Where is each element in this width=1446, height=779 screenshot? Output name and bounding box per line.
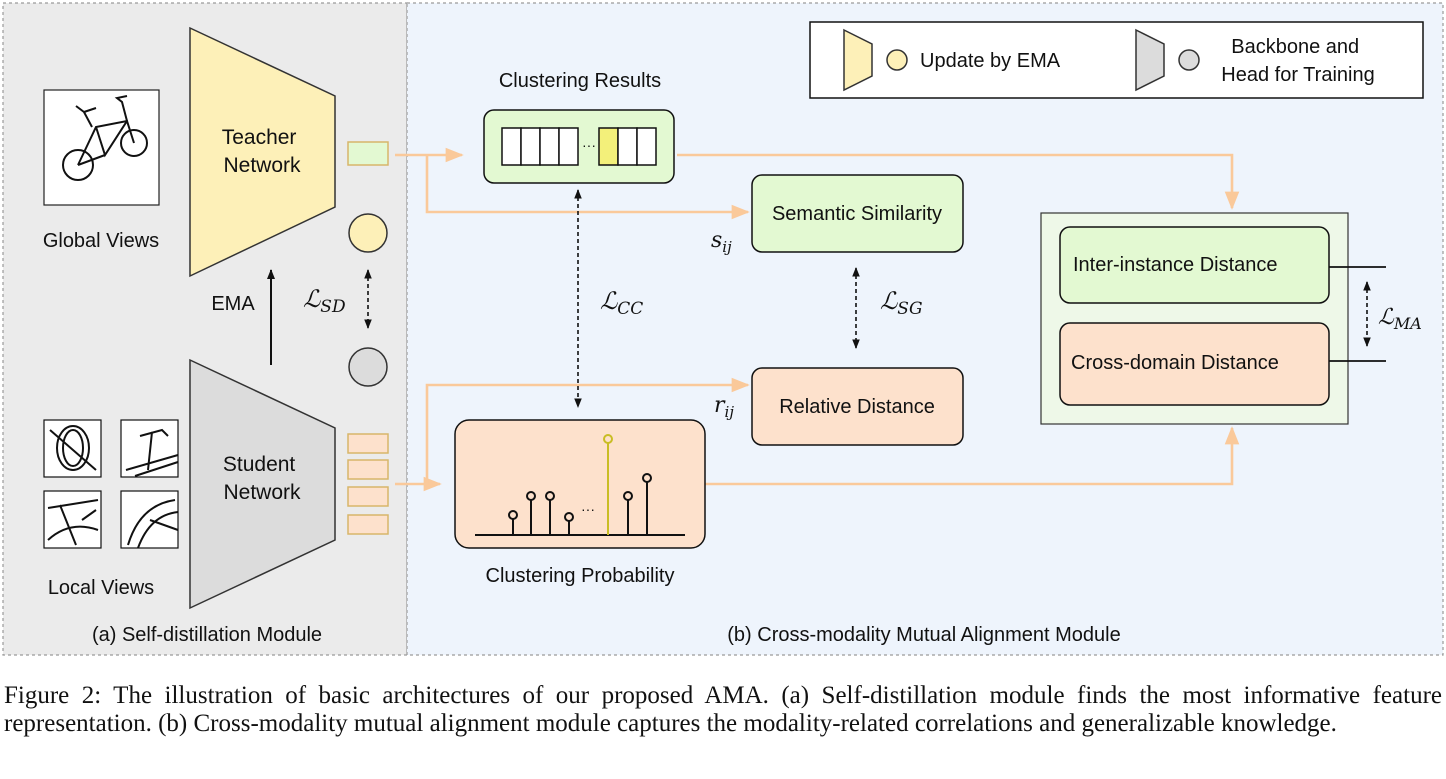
loss-cc: ℒCC <box>600 287 643 319</box>
cluster-ellipsis: ··· <box>582 137 596 153</box>
cross-domain-label: Cross-domain Distance <box>1071 352 1279 374</box>
r-ij-label: rij <box>714 393 734 421</box>
panel-b-caption: (b) Cross-modality Mutual Alignment Modu… <box>727 624 1121 646</box>
figure-caption: Figure 2: The illustration of basic arch… <box>4 682 1442 737</box>
clustering-results-label: Clustering Results <box>499 70 661 92</box>
ema-label: EMA <box>211 293 255 315</box>
teacher-feature <box>347 141 389 166</box>
teacher-head <box>348 213 388 253</box>
semantic-similarity-box <box>751 174 964 253</box>
teacher-network-label: Teacher Network <box>222 126 303 177</box>
legend: Update by EMA Backbone and Head for Trai… <box>809 21 1424 99</box>
cross-domain-box <box>1059 322 1330 406</box>
global-views-label: Global Views <box>43 230 159 252</box>
legend-train-trapezoid <box>1135 28 1165 92</box>
loss-ma: ℒMA <box>1378 305 1422 333</box>
loss-sd: ℒSD <box>303 285 346 317</box>
student-features <box>347 433 389 535</box>
architecture-diagram: Global Views Local Views Teacher Network… <box>2 2 1444 656</box>
semantic-similarity-label: Semantic Similarity <box>772 203 942 225</box>
legend-train-label: Backbone and Head for Training <box>1221 36 1374 86</box>
panel-a-caption: (a) Self-distillation Module <box>92 624 322 646</box>
teacher-network <box>189 26 336 278</box>
student-network <box>189 358 336 610</box>
flow-arrows <box>395 147 1240 492</box>
cluster-slots <box>501 127 657 166</box>
clustering-probability-box <box>454 419 706 549</box>
inter-instance-label: Inter-instance Distance <box>1073 254 1278 276</box>
legend-ema-circle <box>886 49 908 71</box>
local-view-images <box>43 419 179 549</box>
relative-distance-box <box>751 367 964 446</box>
global-view-image <box>43 89 160 206</box>
legend-ema-label: Update by EMA <box>920 50 1061 72</box>
relative-distance-label: Relative Distance <box>779 396 935 418</box>
probability-spikes <box>475 434 685 536</box>
legend-train-circle <box>1178 49 1200 71</box>
local-views-label: Local Views <box>48 577 154 599</box>
clustering-probability-label: Clustering Probability <box>486 565 675 587</box>
probability-ellipsis: ··· <box>581 501 595 517</box>
legend-ema-trapezoid <box>843 28 873 92</box>
s-ij-label: sij <box>711 228 732 256</box>
student-head <box>348 347 388 387</box>
loss-sg: ℒSG <box>880 287 923 319</box>
inter-instance-box <box>1059 226 1330 304</box>
student-network-label: Student Network <box>223 453 301 504</box>
